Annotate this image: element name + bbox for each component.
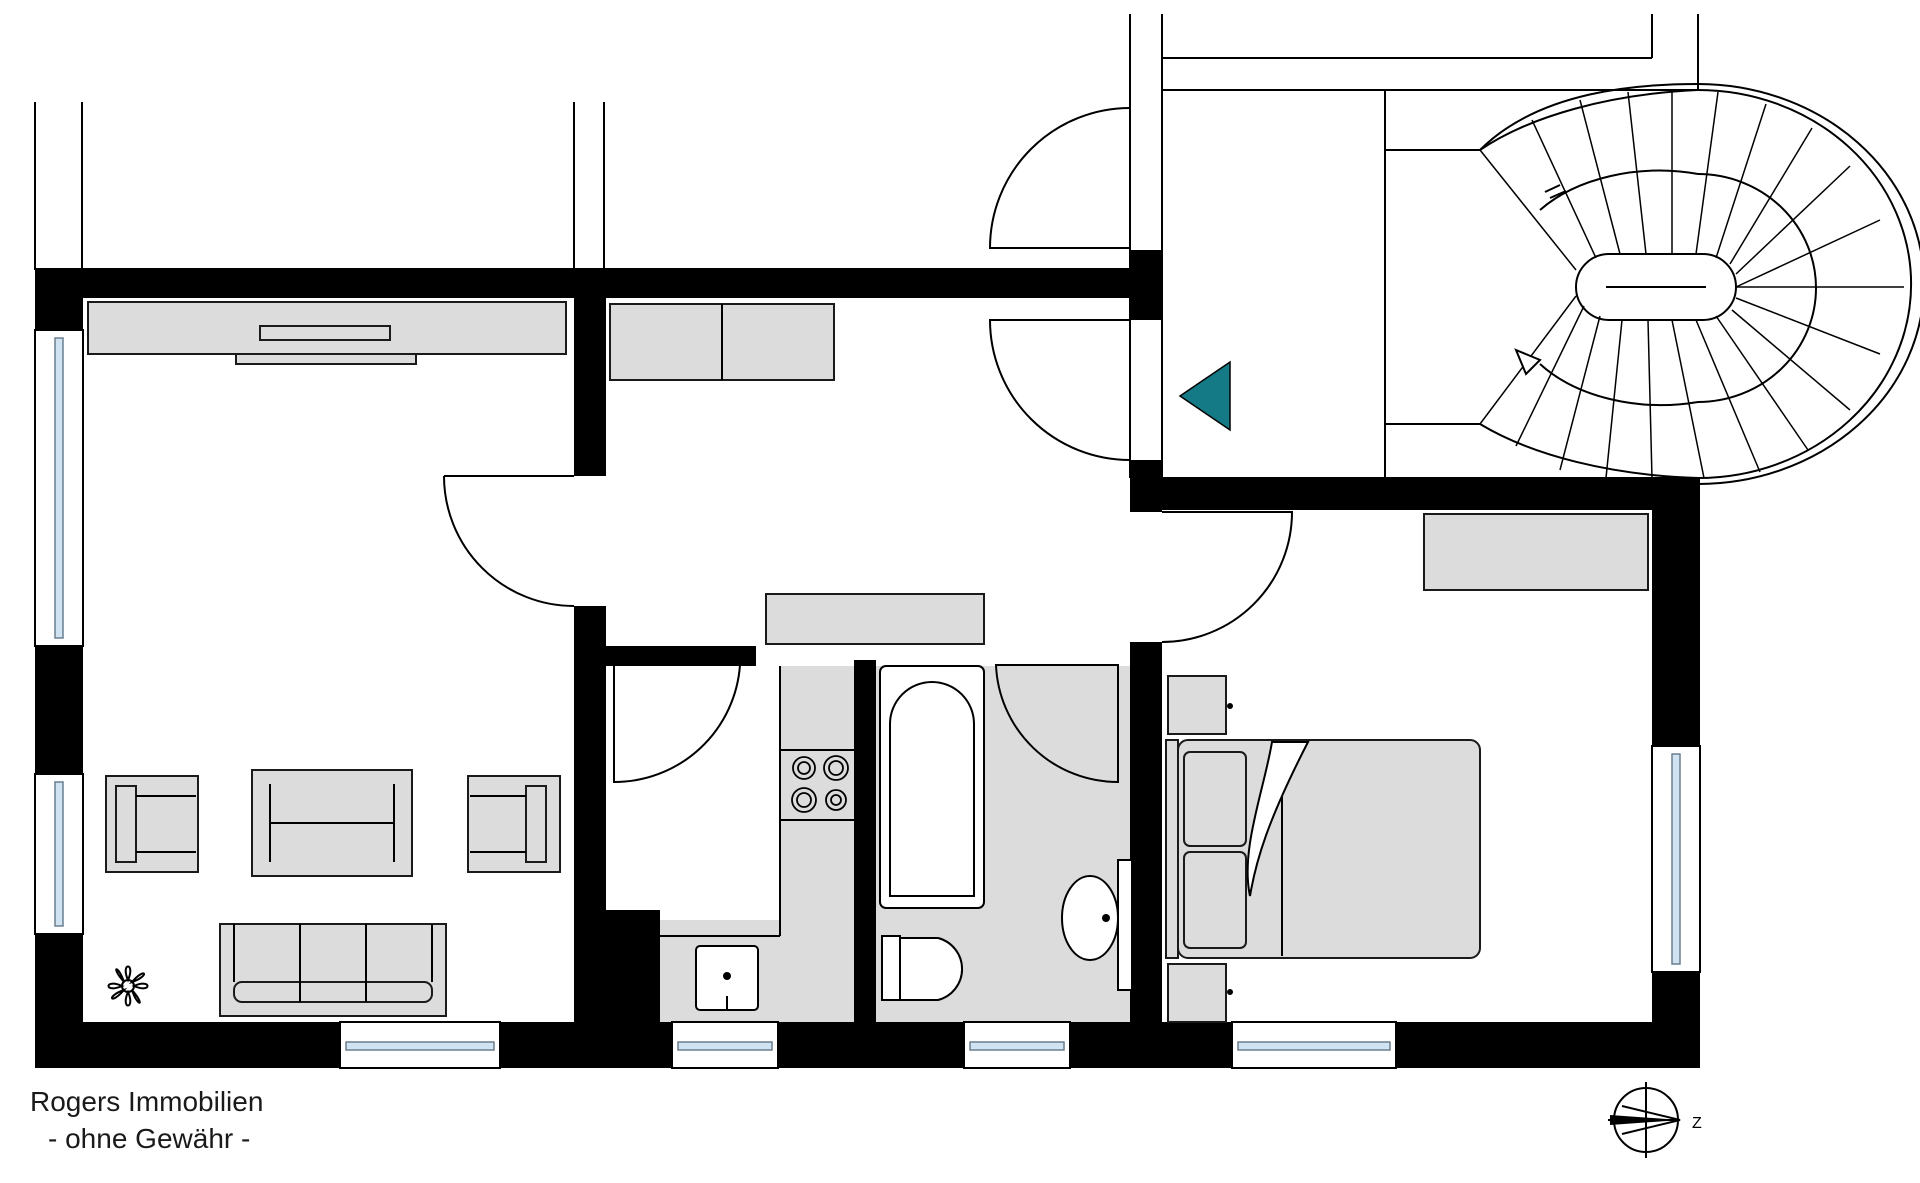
compass-north-label: Z <box>1692 1115 1702 1132</box>
company-name: Rogers Immobilien <box>30 1086 264 1117</box>
kitchen-sink <box>695 945 759 1011</box>
washbasin <box>1061 859 1133 991</box>
disclaimer: - ohne Gewähr - <box>48 1123 251 1154</box>
spiral-staircase <box>1385 83 1920 485</box>
living-room-furniture <box>87 301 567 1017</box>
nightstand-bottom <box>1167 963 1233 1023</box>
caption: Rogers Immobilien - ohne Gewähr - <box>30 1083 263 1157</box>
toilet <box>881 935 964 1001</box>
plant-icon <box>107 965 149 1007</box>
double-bed <box>1165 739 1481 959</box>
coffee-table <box>251 769 413 877</box>
sofa <box>219 923 447 1017</box>
stair-treads <box>1479 90 1904 479</box>
armchair-left <box>105 775 199 873</box>
bathroom <box>879 665 1133 1001</box>
stair-direction-arrow-icon <box>1514 348 1542 376</box>
entrance-arrow-icon <box>1178 360 1231 432</box>
cooktop <box>791 755 849 813</box>
bedroom-furniture <box>1165 513 1649 1023</box>
left-balcony-lines <box>34 102 605 270</box>
armchair-right <box>467 775 561 873</box>
compass-icon <box>1608 1082 1681 1158</box>
nightstand-top <box>1167 675 1233 735</box>
walls <box>35 250 1700 1068</box>
door-arcs <box>443 107 1294 784</box>
windows <box>34 329 1701 1069</box>
kitchen <box>660 666 854 1011</box>
bathtub <box>879 665 985 909</box>
hall-furniture <box>609 303 985 645</box>
